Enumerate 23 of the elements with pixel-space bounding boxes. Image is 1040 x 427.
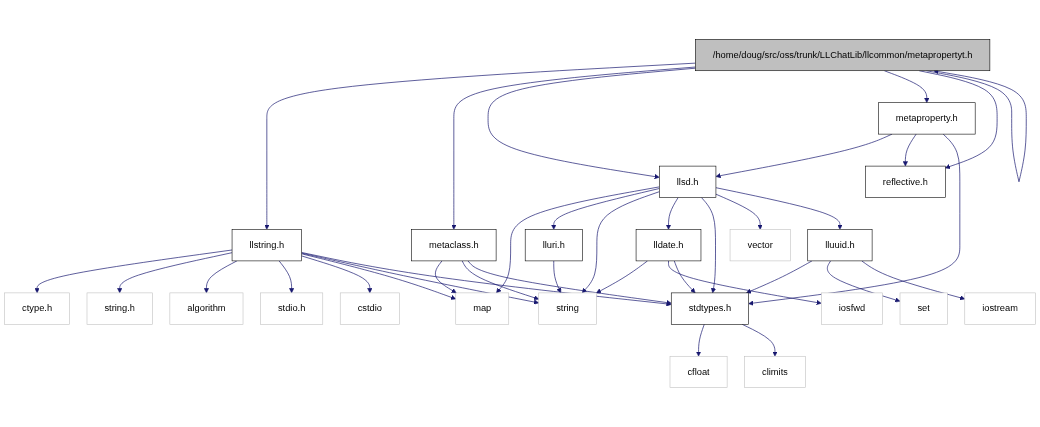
node-box: cstdio (339, 292, 400, 325)
node-box: vector (729, 229, 791, 262)
node-box: /home/doug/src/oss/trunk/LLChatLib/llcommon/metapropertyt.h (695, 39, 991, 72)
node-box: metaclass.h (411, 229, 497, 262)
node-box: lluri.h (524, 229, 583, 262)
node-box: llstring.h (231, 229, 302, 262)
node-box: string.h (86, 292, 153, 325)
node-box: stdtypes.h (670, 292, 749, 325)
node-box: iostream (964, 292, 1036, 325)
node-box: climits (744, 355, 806, 388)
node-box: algorithm (169, 292, 244, 325)
node-box: lldate.h (635, 229, 702, 262)
node-box: lluuid.h (807, 229, 873, 262)
node-box: string (538, 292, 597, 325)
node-box: llsd.h (659, 165, 717, 198)
node-box: set (899, 292, 948, 325)
node-box: metaproperty.h (878, 102, 976, 135)
node-box: iosfwd (821, 292, 883, 325)
node-box: map (455, 292, 510, 325)
node-box: cfloat (669, 355, 728, 388)
node-box: stdio.h (260, 292, 324, 325)
node-box: ctype.h (4, 292, 70, 325)
node-box: reflective.h (865, 165, 946, 198)
